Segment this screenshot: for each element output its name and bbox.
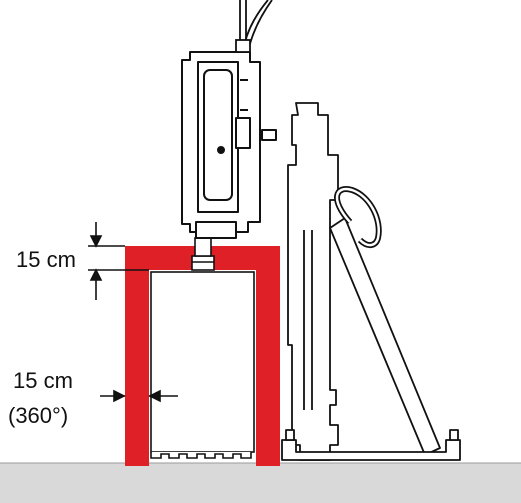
- top-clearance-label: 15 cm: [16, 247, 76, 272]
- safety-zone-frame: [125, 246, 280, 466]
- drill-stand-icon: [281, 102, 461, 461]
- top-clearance-dimension: [88, 222, 149, 300]
- core-drill-motor-icon: [181, 51, 277, 239]
- ground-surface: [0, 463, 521, 503]
- power-cable: [235, 0, 273, 53]
- side-clearance-label: 15 cm: [13, 368, 73, 393]
- core-bit-icon: [150, 237, 255, 459]
- side-rotation-label: (360°): [8, 403, 69, 428]
- side-clearance-dimension: [100, 389, 178, 403]
